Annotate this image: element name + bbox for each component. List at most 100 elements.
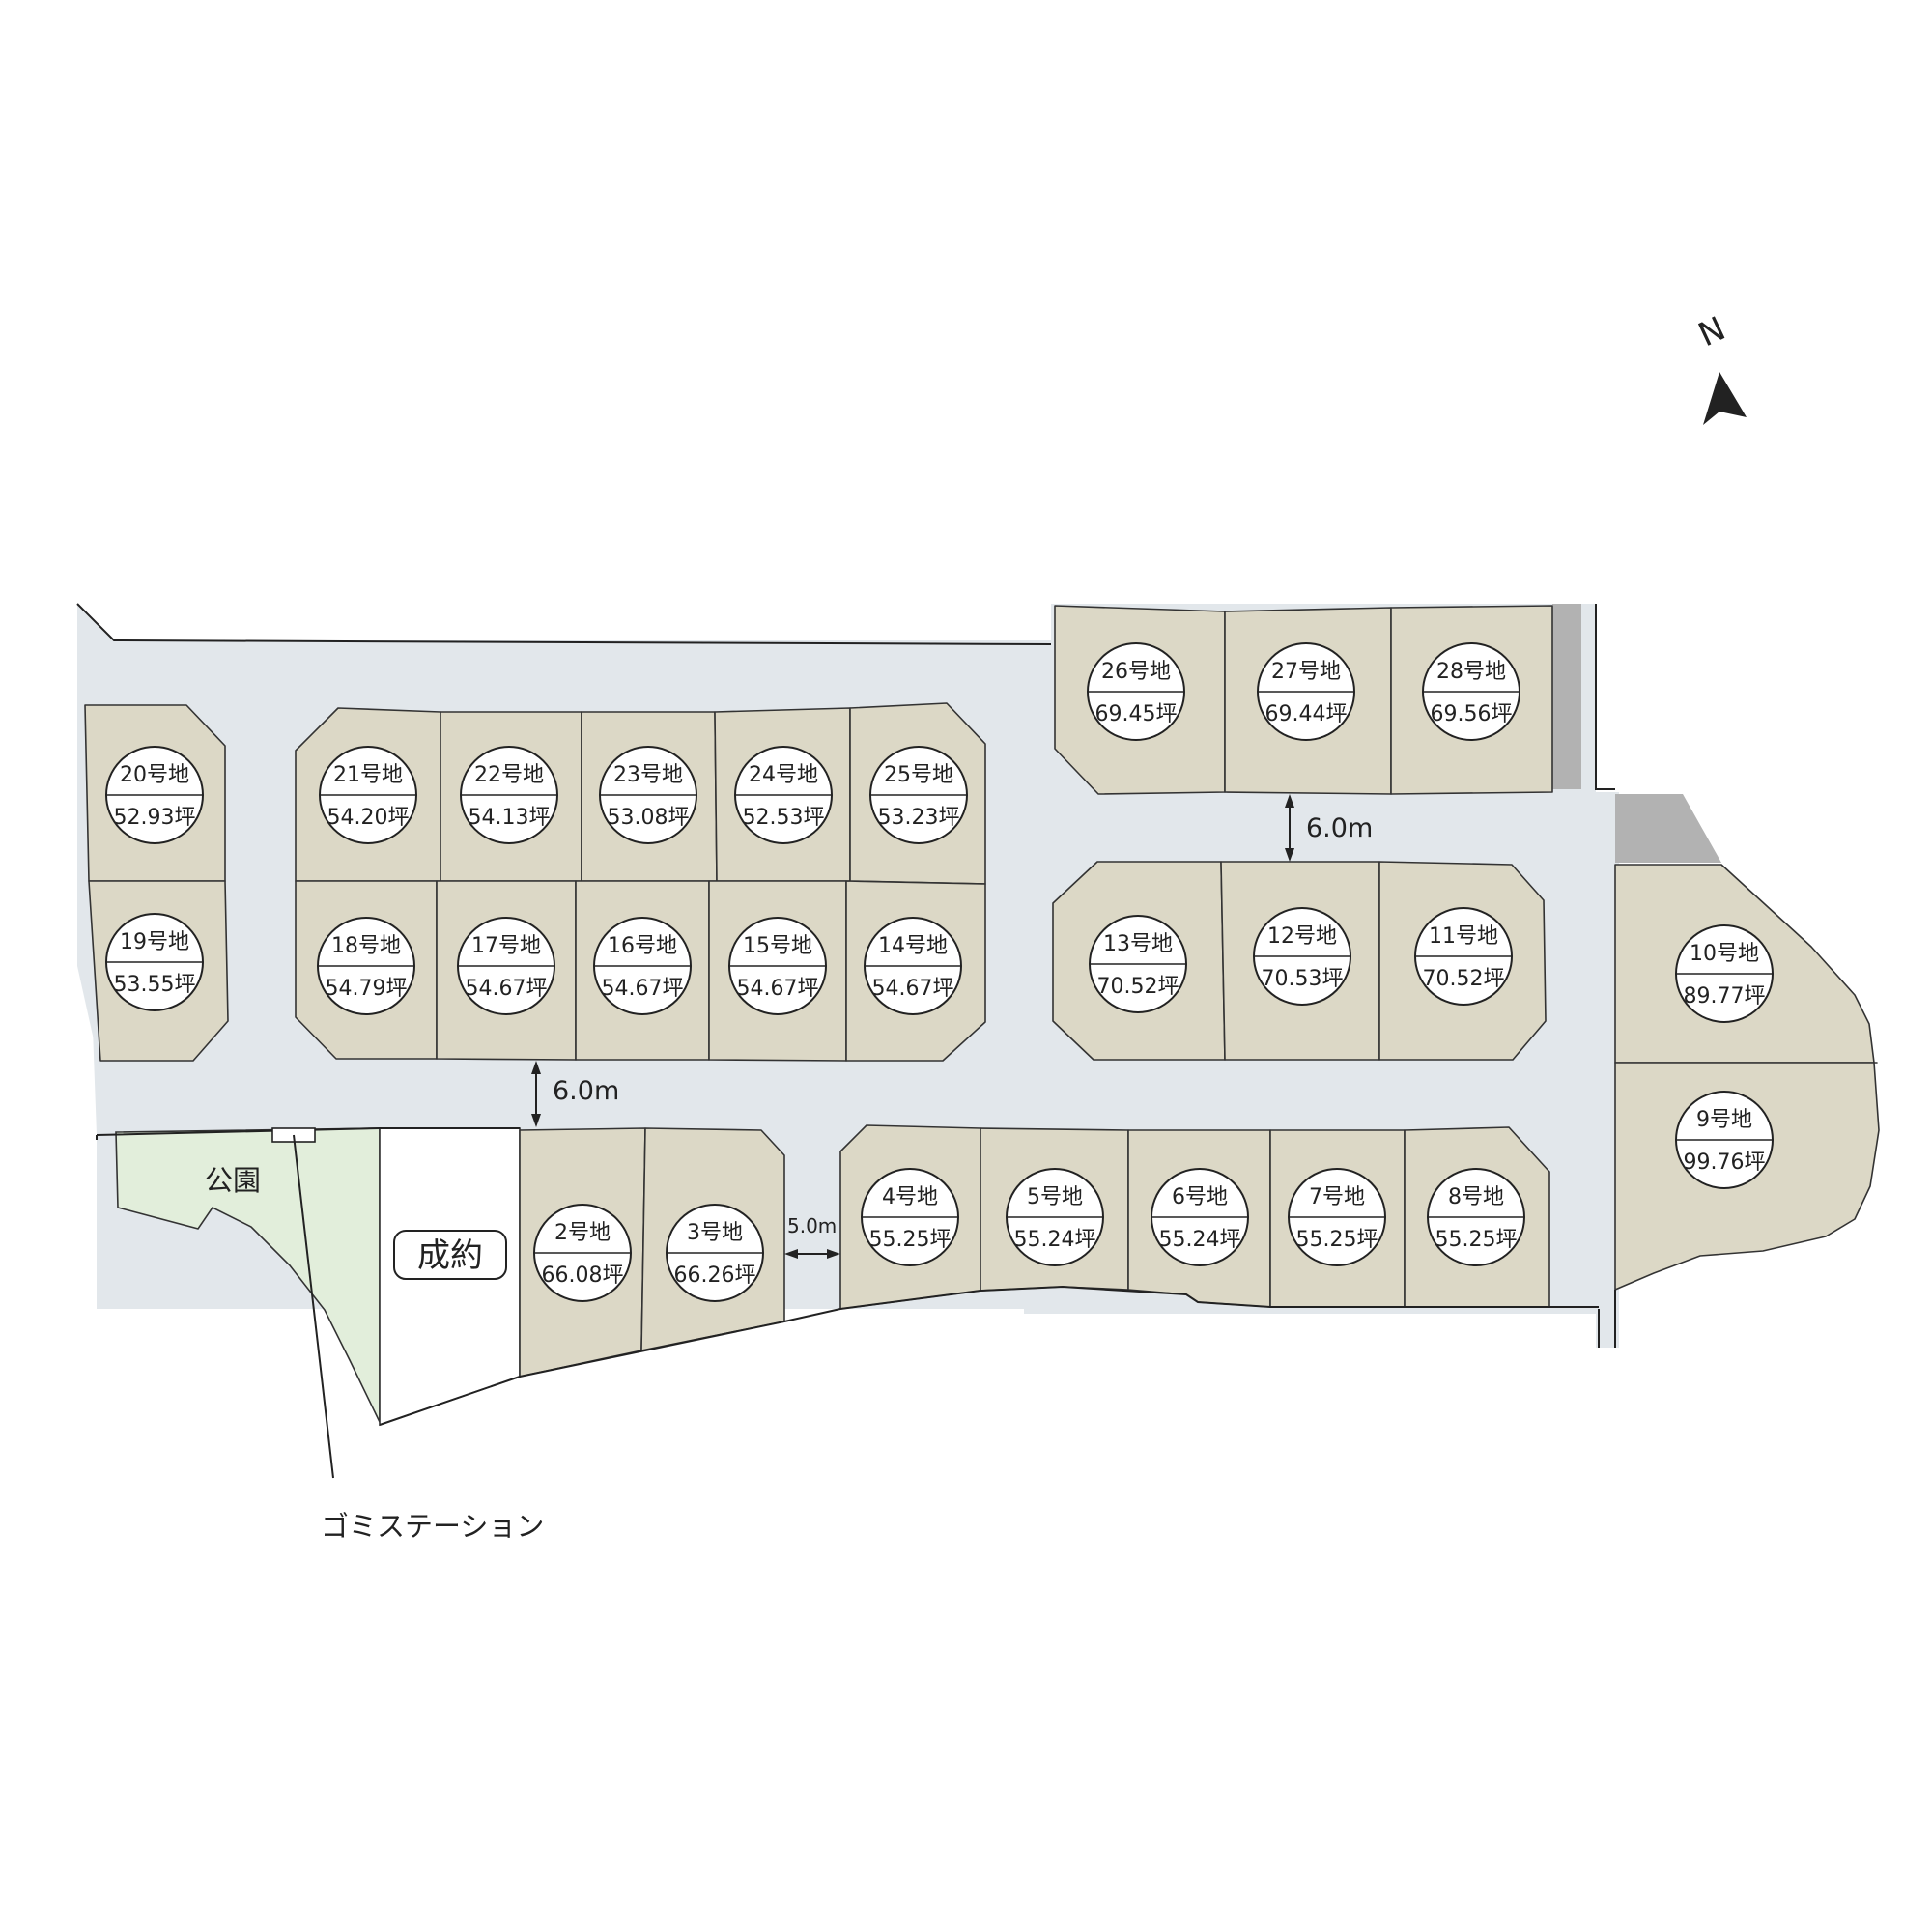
lot-number-label: 10号地 <box>1690 942 1759 966</box>
lot-area-label: 69.56坪 <box>1431 702 1513 726</box>
lot-badge-10[interactable]: 10号地 89.77坪 <box>1675 924 1774 1023</box>
sold-badge-box <box>393 1230 507 1280</box>
road-width-indicators <box>531 794 1294 1259</box>
lot-area-label: 53.23坪 <box>878 806 960 830</box>
lot-number-label: 3号地 <box>687 1221 743 1245</box>
garbage-station-label: ゴミステーション <box>321 1510 544 1543</box>
east-road-edge-north <box>1595 604 1615 790</box>
lot-area-label: 54.13坪 <box>469 806 551 830</box>
lot-area-label: 66.08坪 <box>542 1264 624 1288</box>
lot-badge-25[interactable]: 25号地 53.23坪 <box>869 746 968 844</box>
lot-number-label: 19号地 <box>120 930 189 954</box>
lot-area-label: 70.53坪 <box>1262 967 1344 991</box>
lot-area-label: 53.55坪 <box>114 973 196 997</box>
lot-number-label: 5号地 <box>1027 1185 1083 1209</box>
lot-block-east <box>1614 864 1880 1291</box>
south-boundary-line <box>379 1285 1599 1426</box>
lot-badges: 20号地 52.93坪 19号地 53.55坪 21号地 54.20坪 22号地54.13坪… <box>105 642 1774 1302</box>
lot-number-label: 21号地 <box>333 763 403 787</box>
lot-badge-24[interactable]: 24号地 52.53坪 <box>734 746 833 844</box>
lot-badge-9[interactable]: 9号地 99.76坪 <box>1675 1091 1774 1189</box>
lot-area-label: 54.67坪 <box>602 977 684 1001</box>
lot-area-label: 69.44坪 <box>1265 702 1348 726</box>
lot-area-label: 53.08坪 <box>608 806 690 830</box>
lot-number-label: 24号地 <box>749 763 818 787</box>
lot-area-label: 99.76坪 <box>1684 1151 1766 1175</box>
lot-number-label: 16号地 <box>608 934 677 958</box>
lot-number-label: 18号地 <box>331 934 401 958</box>
north-boundary-line <box>76 603 1052 645</box>
lot-number-label: 28号地 <box>1436 660 1506 684</box>
lot-number-label: 17号地 <box>471 934 541 958</box>
lot-number-label: 8号地 <box>1448 1185 1504 1209</box>
north-arrow-icon <box>1703 372 1747 425</box>
lot-badge-18[interactable]: 18号地 54.79坪 <box>317 917 415 1015</box>
lot-area-label: 89.77坪 <box>1684 984 1766 1009</box>
lot-area-label: 69.45坪 <box>1095 702 1178 726</box>
north-label: N <box>1692 309 1731 355</box>
road-width-label-lower: 6.0m <box>553 1076 619 1106</box>
lot-number-label: 13号地 <box>1103 932 1173 956</box>
lot-number-label: 4号地 <box>882 1185 938 1209</box>
sold-badge-label: 成約 <box>417 1236 483 1275</box>
arrowhead-upper-top <box>1285 794 1294 808</box>
road-width-label-upper: 6.0m <box>1306 813 1373 843</box>
lot-area-label: 54.67坪 <box>737 977 819 1001</box>
lot-number-label: 20号地 <box>120 763 189 787</box>
arrowhead-lower-top <box>531 1061 541 1074</box>
lot-area-label: 54.67坪 <box>872 977 954 1001</box>
lot-badge-23[interactable]: 23号地 53.08坪 <box>599 746 697 844</box>
lot-badge-16[interactable]: 16号地 54.67坪 <box>593 917 692 1015</box>
lot-area-label: 70.52坪 <box>1097 975 1179 999</box>
arrowhead-upper-bottom <box>1285 848 1294 862</box>
lot-badge-2[interactable]: 2号地 66.08坪 <box>533 1204 632 1302</box>
lot-badge-19[interactable]: 19号地 53.55坪 <box>105 913 204 1011</box>
lot-badge-15[interactable]: 15号地 54.67坪 <box>728 917 827 1015</box>
lot-area-label: 54.79坪 <box>326 977 408 1001</box>
lot-badge-21[interactable]: 21号地 54.20坪 <box>319 746 417 844</box>
arrowhead-lower-bottom <box>531 1114 541 1127</box>
site-boundary-lines <box>76 603 1616 1426</box>
park-top-line <box>96 1127 520 1136</box>
garbage-station-leader <box>293 1134 334 1479</box>
lot-area-label: 55.25坪 <box>1296 1228 1378 1252</box>
lot-number-label: 27号地 <box>1271 660 1341 684</box>
lot-badge-28[interactable]: 28号地 69.56坪 <box>1422 642 1520 741</box>
lot-area-label: 55.24坪 <box>1159 1228 1241 1252</box>
lot-badge-17[interactable]: 17号地 54.67坪 <box>457 917 555 1015</box>
lot-badge-20[interactable]: 20号地 52.93坪 <box>105 746 204 844</box>
lot-number-label: 2号地 <box>554 1221 611 1245</box>
arrowhead-small-right <box>827 1249 840 1259</box>
lot-area-label: 54.20坪 <box>327 806 410 830</box>
lot-number-label: 14号地 <box>878 934 948 958</box>
lot-badge-13[interactable]: 13号地 70.52坪 <box>1089 915 1187 1013</box>
lot-area-label: 52.53坪 <box>743 806 825 830</box>
lot-number-label: 26号地 <box>1101 660 1171 684</box>
lot-area-label: 55.24坪 <box>1014 1228 1096 1252</box>
lot-badge-5[interactable]: 5号地 55.24坪 <box>1006 1168 1104 1266</box>
reserved-strip-north <box>1552 604 1581 789</box>
park-label: 公園 <box>205 1164 261 1197</box>
lot-badge-14[interactable]: 14号地 54.67坪 <box>864 917 962 1015</box>
arrowhead-small-left <box>784 1249 798 1259</box>
lot-area-label: 52.93坪 <box>114 806 196 830</box>
reserved-strip-east <box>1615 794 1721 863</box>
lot-number-label: 9号地 <box>1696 1108 1752 1132</box>
lot-badge-26[interactable]: 26号地 69.45坪 <box>1087 642 1185 741</box>
lot-badge-7[interactable]: 7号地 55.25坪 <box>1288 1168 1386 1266</box>
lot-badge-27[interactable]: 27号地 69.44坪 <box>1257 642 1355 741</box>
compass: N <box>1692 309 1747 425</box>
lot-area-label: 54.67坪 <box>466 977 548 1001</box>
lot-number-label: 23号地 <box>613 763 683 787</box>
lot-number-label: 7号地 <box>1309 1185 1365 1209</box>
lot-number-label: 15号地 <box>743 934 812 958</box>
lot-number-label: 25号地 <box>884 763 953 787</box>
